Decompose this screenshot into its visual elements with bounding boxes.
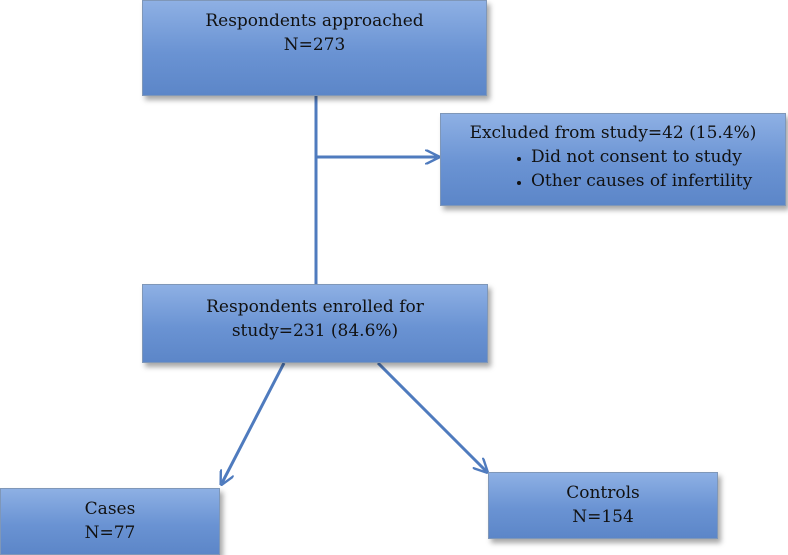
respondents-enrolled-box: Respondents enrolled for study=231 (84.6… xyxy=(142,284,488,363)
enrolled-line-1: Respondents enrolled for xyxy=(206,297,424,317)
approached-title: Respondents approached xyxy=(205,11,424,31)
controls-count: N=154 xyxy=(572,507,634,527)
controls-title: Controls xyxy=(566,483,640,503)
cases-count: N=77 xyxy=(84,523,136,543)
approached-count: N=273 xyxy=(283,35,346,55)
arrow-to-controls xyxy=(376,361,486,471)
excluded-title: Excluded from study=42 (15.4%) xyxy=(469,123,757,143)
exclusion-reason-item: Did not consent to study xyxy=(531,145,785,169)
exclusion-reasons-list: Did not consent to study Other causes of… xyxy=(441,145,785,193)
exclusion-reason-item: Other causes of infertility xyxy=(531,169,785,193)
cases-title: Cases xyxy=(84,499,136,519)
controls-box: Controls N=154 xyxy=(488,472,718,539)
excluded-box: Excluded from study=42 (15.4%) Did not c… xyxy=(440,113,786,206)
arrow-to-cases xyxy=(222,362,286,483)
enrolled-line-2: study=231 (84.6%) xyxy=(231,321,399,341)
respondents-approached-box: Respondents approached N=273 xyxy=(142,0,487,96)
cases-box: Cases N=77 xyxy=(0,488,220,555)
